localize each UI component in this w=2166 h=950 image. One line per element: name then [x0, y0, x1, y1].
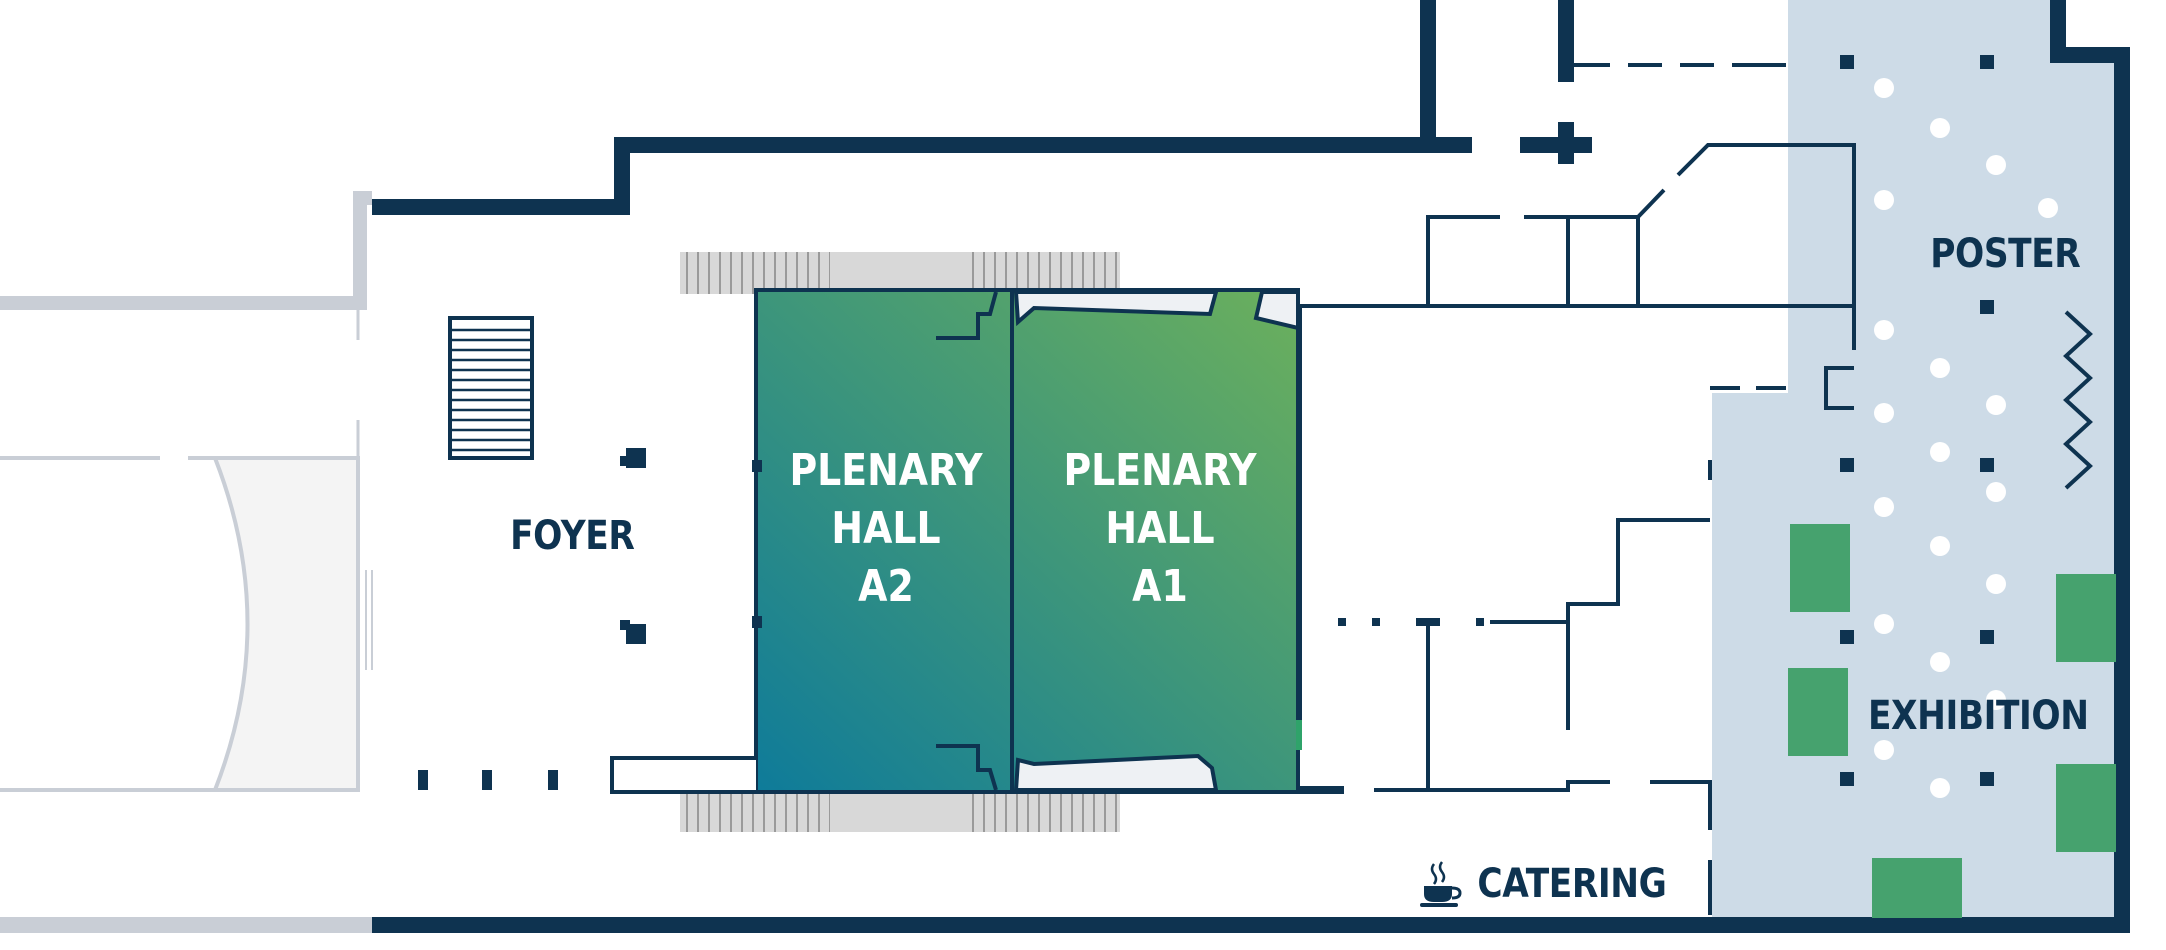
neighbour-building [0, 191, 373, 933]
hall-a2-line-3: A2 [858, 561, 914, 612]
hall-a1-line-2: HALL [1105, 503, 1215, 554]
hall-a2-line-2: HALL [831, 503, 941, 554]
exhibition-stands [1788, 524, 2116, 918]
hall-a2-line-1: PLENARY [789, 445, 983, 496]
plenary-hall-a1-label: PLENARY HALL A1 [1048, 442, 1272, 616]
wall-dashes [1296, 618, 1484, 794]
poster-boards [1874, 78, 2058, 798]
catering-label: CATERING [1477, 861, 1667, 907]
hall-a1-line-1: PLENARY [1063, 445, 1257, 496]
foyer-label: FOYER [510, 513, 635, 559]
inner-walls [1298, 63, 1856, 915]
outer-walls [372, 0, 2130, 933]
exhibition-label: EXHIBITION [1867, 693, 2089, 739]
zigzag-partition [2063, 310, 2093, 490]
stairs [448, 252, 1120, 832]
plenary-hall-a2-label: PLENARY HALL A2 [774, 442, 998, 616]
poster-label: POSTER [1930, 231, 2081, 277]
hall-a1-line-3: A1 [1132, 561, 1188, 612]
plenary-halls [610, 288, 1302, 794]
coffee-cup-icon [1420, 861, 1462, 907]
columns [418, 55, 1994, 790]
